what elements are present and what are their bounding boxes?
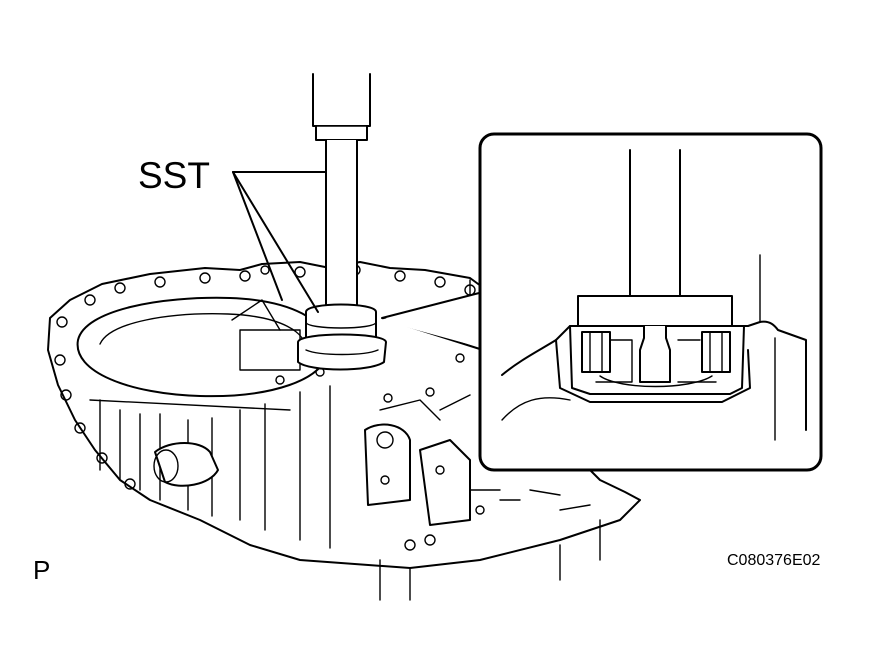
view-code-label: P (33, 555, 50, 585)
sst-leader-lines (232, 171, 327, 313)
figure-id-label: C080376E02 (727, 552, 821, 569)
detail-callout (380, 132, 823, 472)
sst-label: SST (138, 155, 210, 196)
sst-press-tool (297, 73, 387, 371)
